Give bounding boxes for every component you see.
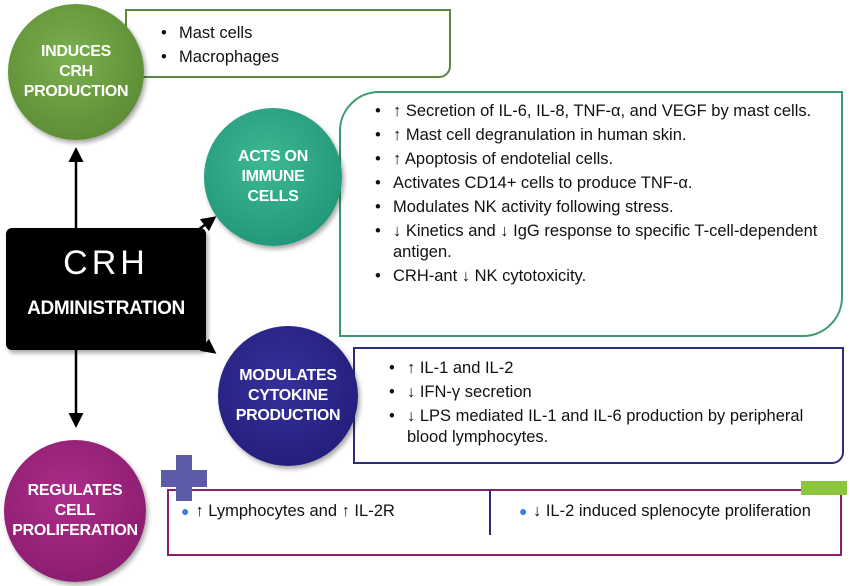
- cytokine-item: ↓ LPS mediated IL-1 and IL-6 production …: [385, 406, 834, 448]
- induces-item: Mast cells: [157, 23, 441, 44]
- acts-on-immune-cells-node: ACTS ON IMMUNE CELLS: [204, 108, 342, 246]
- immune-list: ↑ Secretion of IL-6, IL-8, TNF-α, and VE…: [371, 101, 833, 287]
- crh-title: CRH: [63, 244, 149, 282]
- column-divider: [489, 491, 491, 535]
- cytokine-item: ↓ IFN-γ secretion: [385, 382, 834, 403]
- immune-detail-box: ↑ Secretion of IL-6, IL-8, TNF-α, and VE…: [339, 91, 843, 337]
- cytokine-label: MODULATES CYTOKINE PRODUCTION: [235, 367, 341, 424]
- crh-administration-box: CRH ADMINISTRATION: [6, 228, 206, 350]
- immune-item: ↑ Secretion of IL-6, IL-8, TNF-α, and VE…: [371, 101, 833, 122]
- induces-item: Macrophages: [157, 47, 441, 68]
- induces-detail-box: Mast cells Macrophages: [125, 9, 451, 78]
- proliferation-increase-text: ↑ Lymphocytes and ↑ IL-2R: [195, 502, 395, 520]
- immune-item: Modulates NK activity following stress.: [371, 197, 833, 218]
- proliferation-label: REGULATES CELL PROLIFERATION: [12, 482, 138, 539]
- induces-list: Mast cells Macrophages: [157, 23, 441, 68]
- immune-item: Activates CD14+ cells to produce TNF-α.: [371, 173, 833, 194]
- plus-icon: [176, 455, 192, 501]
- cytokine-list: ↑ IL-1 and IL-2 ↓ IFN-γ secretion ↓ LPS …: [385, 358, 834, 448]
- proliferation-decrease-text: ↓ IL-2 induced splenocyte proliferation: [533, 502, 811, 520]
- immune-item: ↑ Apoptosis of endotelial cells.: [371, 149, 833, 170]
- proliferation-increase: ● ↑ Lymphocytes and ↑ IL-2R: [181, 501, 481, 522]
- immune-label: ACTS ON IMMUNE CELLS: [238, 148, 308, 205]
- modulates-cytokine-production-node: MODULATES CYTOKINE PRODUCTION: [218, 326, 358, 466]
- immune-item: ↓ Kinetics and ↓ IgG response to specifi…: [371, 221, 833, 263]
- crh-subtitle: ADMINISTRATION: [27, 298, 185, 319]
- regulates-cell-proliferation-node: REGULATES CELL PROLIFERATION: [4, 440, 146, 582]
- cytokine-detail-box: ↑ IL-1 and IL-2 ↓ IFN-γ secretion ↓ LPS …: [353, 347, 844, 464]
- induces-crh-production-node: INDUCES CRH PRODUCTION: [8, 4, 144, 140]
- induces-label: INDUCES CRH PRODUCTION: [23, 43, 129, 100]
- immune-item: ↑ Mast cell degranulation in human skin.: [371, 125, 833, 146]
- proliferation-decrease: ● ↓ IL-2 induced splenocyte proliferation: [519, 501, 823, 522]
- bullet-icon: ●: [519, 503, 528, 519]
- minus-icon: [801, 481, 847, 495]
- proliferation-detail-box: ● ↑ Lymphocytes and ↑ IL-2R ● ↓ IL-2 induc…: [167, 489, 842, 556]
- immune-item: CRH-ant ↓ NK cytotoxicity.: [371, 266, 833, 287]
- bullet-icon: ●: [181, 503, 190, 519]
- cytokine-item: ↑ IL-1 and IL-2: [385, 358, 834, 379]
